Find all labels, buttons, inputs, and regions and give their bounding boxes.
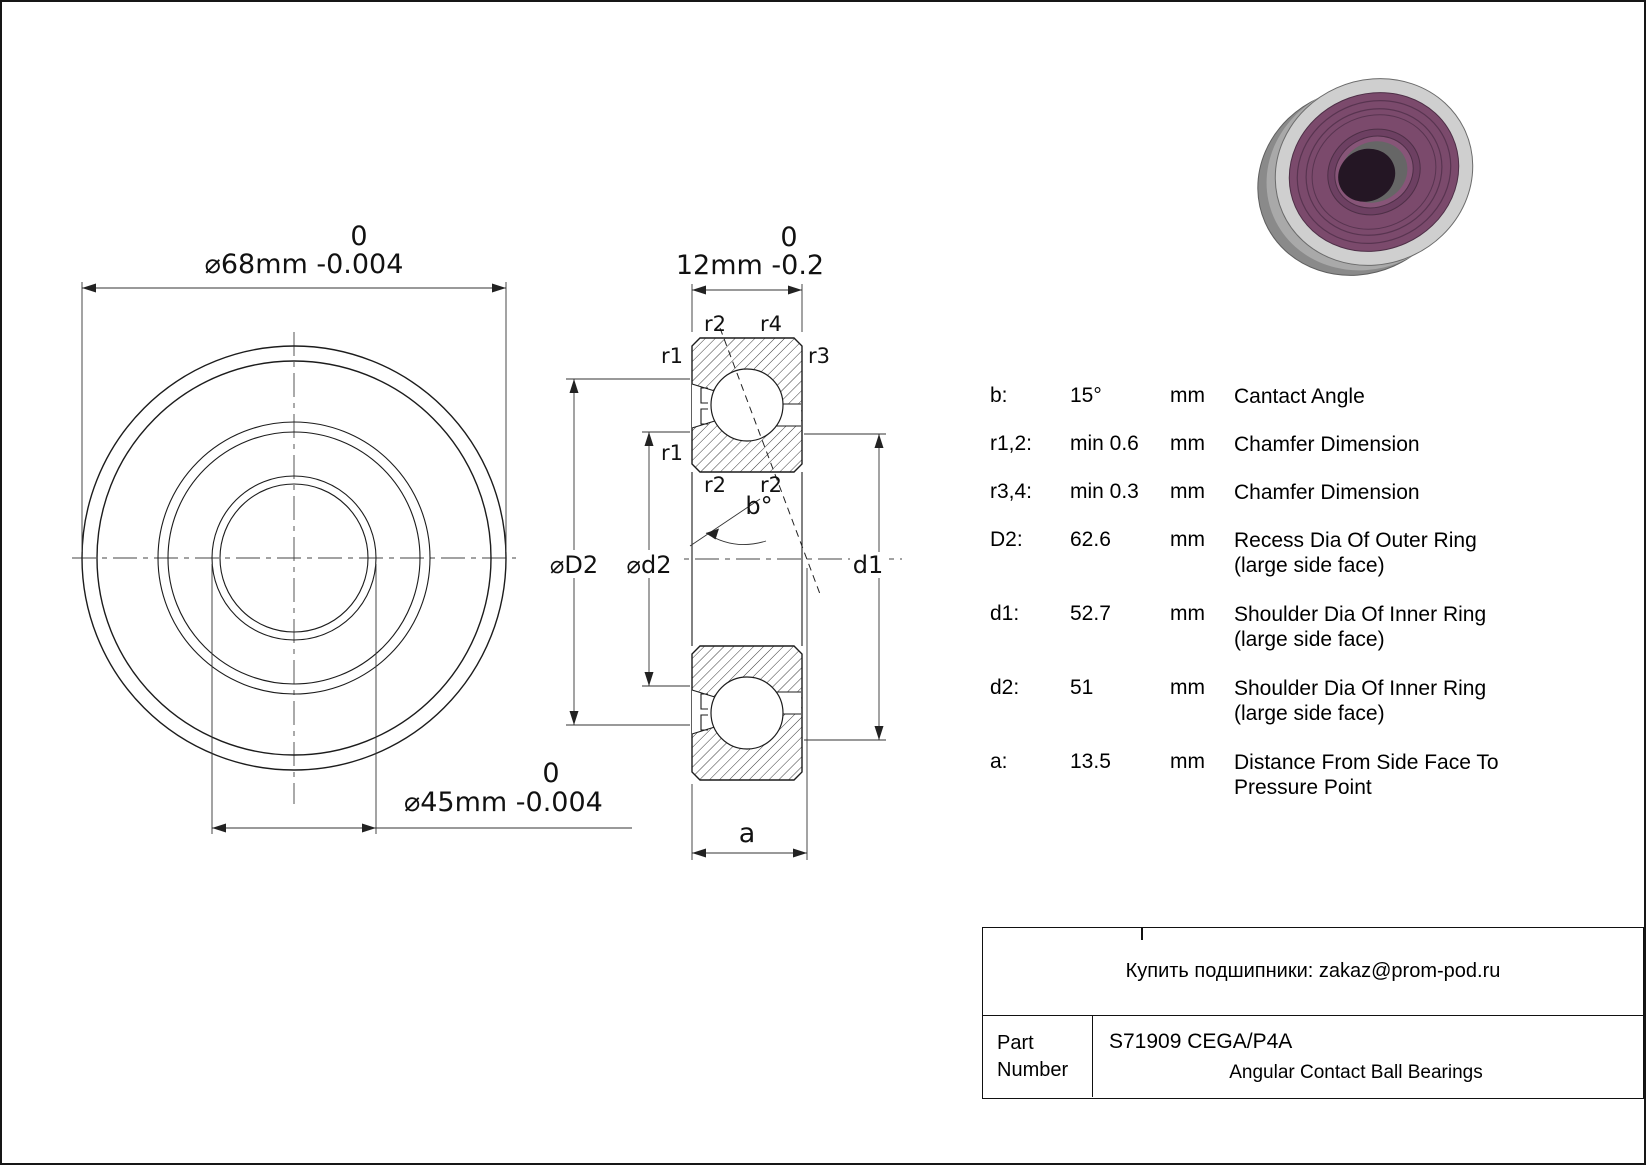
dim-label-d2: ⌀d2 [627,551,672,579]
seal-groove-lower [700,408,708,425]
front-view: ⌀68mm -0.004 0 ⌀45mm -0.004 0 [72,221,632,834]
spec-desc: Shoulder Dia Of Inner Ring (large side f… [1234,602,1602,652]
spec-desc: Distance From Side Face To Pressure Poin… [1234,750,1602,800]
spec-row: d2: 51 mm Shoulder Dia Of Inner Ring (la… [982,676,1602,750]
spec-desc-line: Distance From Side Face To [1234,751,1499,774]
seal-groove-lower [700,693,708,710]
chamfer-label-r2: r2 [704,473,726,497]
spec-param: r3,4: [990,480,1033,503]
spec-row: b: 15° mm Cantact Angle [982,384,1602,432]
spec-desc-line: Shoulder Dia Of Inner Ring [1234,677,1487,700]
spec-unit: mm [1170,602,1205,625]
spec-desc-line: Chamfer Dimension [1234,433,1420,456]
spec-param: d2: [990,676,1020,699]
width-tolerance-upper: 0 [780,222,797,253]
spec-row: a: 13.5 mm Distance From Side Face To Pr… [982,750,1602,824]
spec-row: D2: 62.6 mm Recess Dia Of Outer Ring (la… [982,528,1602,602]
part-number-cell: S71909 CEGA/P4A Angular Contact Ball Bea… [1093,1016,1643,1097]
contact-text: Купить подшипники: zakaz@prom-pod.ru [1125,960,1501,982]
seal-groove-ring [1305,108,1443,236]
inner-ring-recess-circle [167,431,421,685]
spec-unit: mm [1170,432,1205,455]
spec-param: r1,2: [990,432,1033,455]
spec-desc-line: Chamfer Dimension [1234,481,1420,504]
spec-row: r1,2: min 0.6 mm Chamfer Dimension [982,432,1602,480]
width-dimension-label: 12mm -0.2 [676,250,824,281]
outer-ring-shoulder-circle [96,360,492,756]
part-number-value: S71909 CEGA/P4A [1109,1029,1293,1053]
spec-desc-line: Shoulder Dia Of Inner Ring [1234,603,1487,626]
bore-circle [219,483,369,633]
contact-angle-label: b° [745,492,772,520]
chamfer-label-r4: r4 [760,312,782,336]
spec-row: d1: 52.7 mm Shoulder Dia Of Inner Ring (… [982,602,1602,676]
bearing-type: Angular Contact Ball Bearings [1229,1061,1483,1083]
chamfer-label-r1: r1 [661,441,683,465]
spec-desc-line: Cantact Angle [1234,385,1365,408]
spec-unit: mm [1170,480,1205,503]
spec-desc-line: (large side face) [1234,628,1385,651]
spec-desc: Cantact Angle [1234,384,1602,409]
dim-label-d1: d1 [853,551,884,579]
part-number-row: Part Number S71909 CEGA/P4A Angular Cont… [983,1016,1643,1097]
spec-desc: Recess Dia Of Outer Ring (large side fac… [1234,528,1602,578]
spec-unit: mm [1170,528,1205,551]
lower-ball [710,676,784,750]
chamfer-label-r3: r3 [808,344,830,368]
spec-value: 52.7 [1070,602,1111,625]
upper-ball [710,368,784,442]
inner-ring-shoulder-circle [157,421,431,695]
seal-groove-upper [700,387,708,404]
spec-param: a: [990,750,1008,773]
spec-desc-line: Recess Dia Of Outer Ring [1234,529,1477,552]
part-number-label: Part Number [983,1016,1093,1097]
bore-dimension-label: ⌀45mm -0.004 [404,787,603,818]
spec-unit: mm [1170,384,1205,407]
contact-cell: Купить подшипники: zakaz@prom-pod.ru [983,928,1643,1016]
spec-param: b: [990,384,1008,407]
spec-value: 15° [1070,384,1102,407]
spec-unit: mm [1170,676,1205,699]
bearing-3d-image [1257,78,1474,276]
border-tick [1141,927,1143,940]
od-tolerance-upper: 0 [350,221,367,252]
spec-value: 13.5 [1070,750,1111,773]
bore-tolerance-upper: 0 [542,758,559,789]
od-dimension-label: ⌀68mm -0.004 [205,249,404,280]
bore-chamfer-circle [211,475,377,641]
part-label-line: Part [997,1031,1034,1054]
spec-desc-line: (large side face) [1234,702,1385,725]
seal-groove-ring [1296,100,1452,244]
spec-value: min 0.3 [1070,480,1139,503]
part-label-line: Number [997,1058,1069,1081]
spec-value: min 0.6 [1070,432,1139,455]
spec-desc: Chamfer Dimension [1234,480,1602,505]
spec-desc: Shoulder Dia Of Inner Ring (large side f… [1234,676,1602,726]
chamfer-label-r2: r2 [760,473,782,497]
dim-label-a: a [739,818,756,849]
seal-groove-upper [700,714,708,731]
seal-groove-ring [1311,114,1437,230]
spec-desc: Chamfer Dimension [1234,432,1602,457]
spec-value: 62.6 [1070,528,1111,551]
chamfer-label-r1: r1 [661,344,683,368]
spec-unit: mm [1170,750,1205,773]
spec-param: d1: [990,602,1020,625]
spec-value: 51 [1070,676,1094,699]
outer-diameter-circle [81,345,507,771]
spec-row: r3,4: min 0.3 mm Chamfer Dimension [982,480,1602,528]
title-block: Купить подшипники: zakaz@prom-pod.ru Par… [982,927,1644,1099]
section-view: 12mm -0.2 0 [541,222,902,860]
dim-label-D2: ⌀D2 [550,551,598,579]
spec-table: b: 15° mm Cantact Angle r1,2: min 0.6 mm… [982,384,1602,824]
spec-desc-line: (large side face) [1234,554,1385,577]
spec-param: D2: [990,528,1023,551]
chamfer-label-r2: r2 [704,312,726,336]
bore-hole [1338,148,1396,202]
spec-desc-line: Pressure Point [1234,776,1372,799]
